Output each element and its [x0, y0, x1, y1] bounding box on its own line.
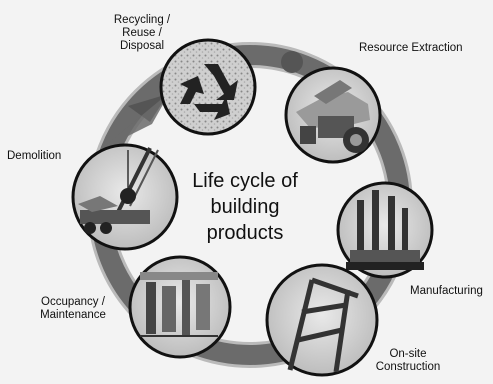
label-occupancy-maintenance: Occupancy / Maintenance: [40, 296, 106, 321]
steel-frame-icon: [287, 277, 359, 373]
excavator-icon: [296, 80, 370, 153]
stage-manufacturing: [336, 181, 434, 279]
cycle-arrow-head: [128, 94, 168, 122]
stage-demolition: [71, 143, 179, 251]
building-interior-icon: [140, 272, 218, 337]
crane-wrecking-ball-icon: [78, 147, 159, 234]
stage-recycling: [159, 38, 257, 136]
diagram-title: Life cycle of building products: [192, 170, 298, 244]
stage-occupancy-maintenance: [128, 255, 232, 359]
cycle-start-dot: [281, 51, 303, 73]
label-manufacturing: Manufacturing: [410, 285, 483, 297]
stage-on-site-construction: [265, 263, 379, 377]
recycling-icon: [180, 64, 238, 120]
stage-resource-extraction: [284, 66, 382, 164]
factory-icon: [346, 190, 424, 270]
label-demolition: Demolition: [7, 150, 62, 162]
label-on-site-construction: On-site Construction: [375, 348, 441, 373]
label-recycling-reuse-disposal: Recycling / Reuse / Disposal: [113, 14, 171, 52]
label-resource-extraction: Resource Extraction: [359, 42, 463, 54]
